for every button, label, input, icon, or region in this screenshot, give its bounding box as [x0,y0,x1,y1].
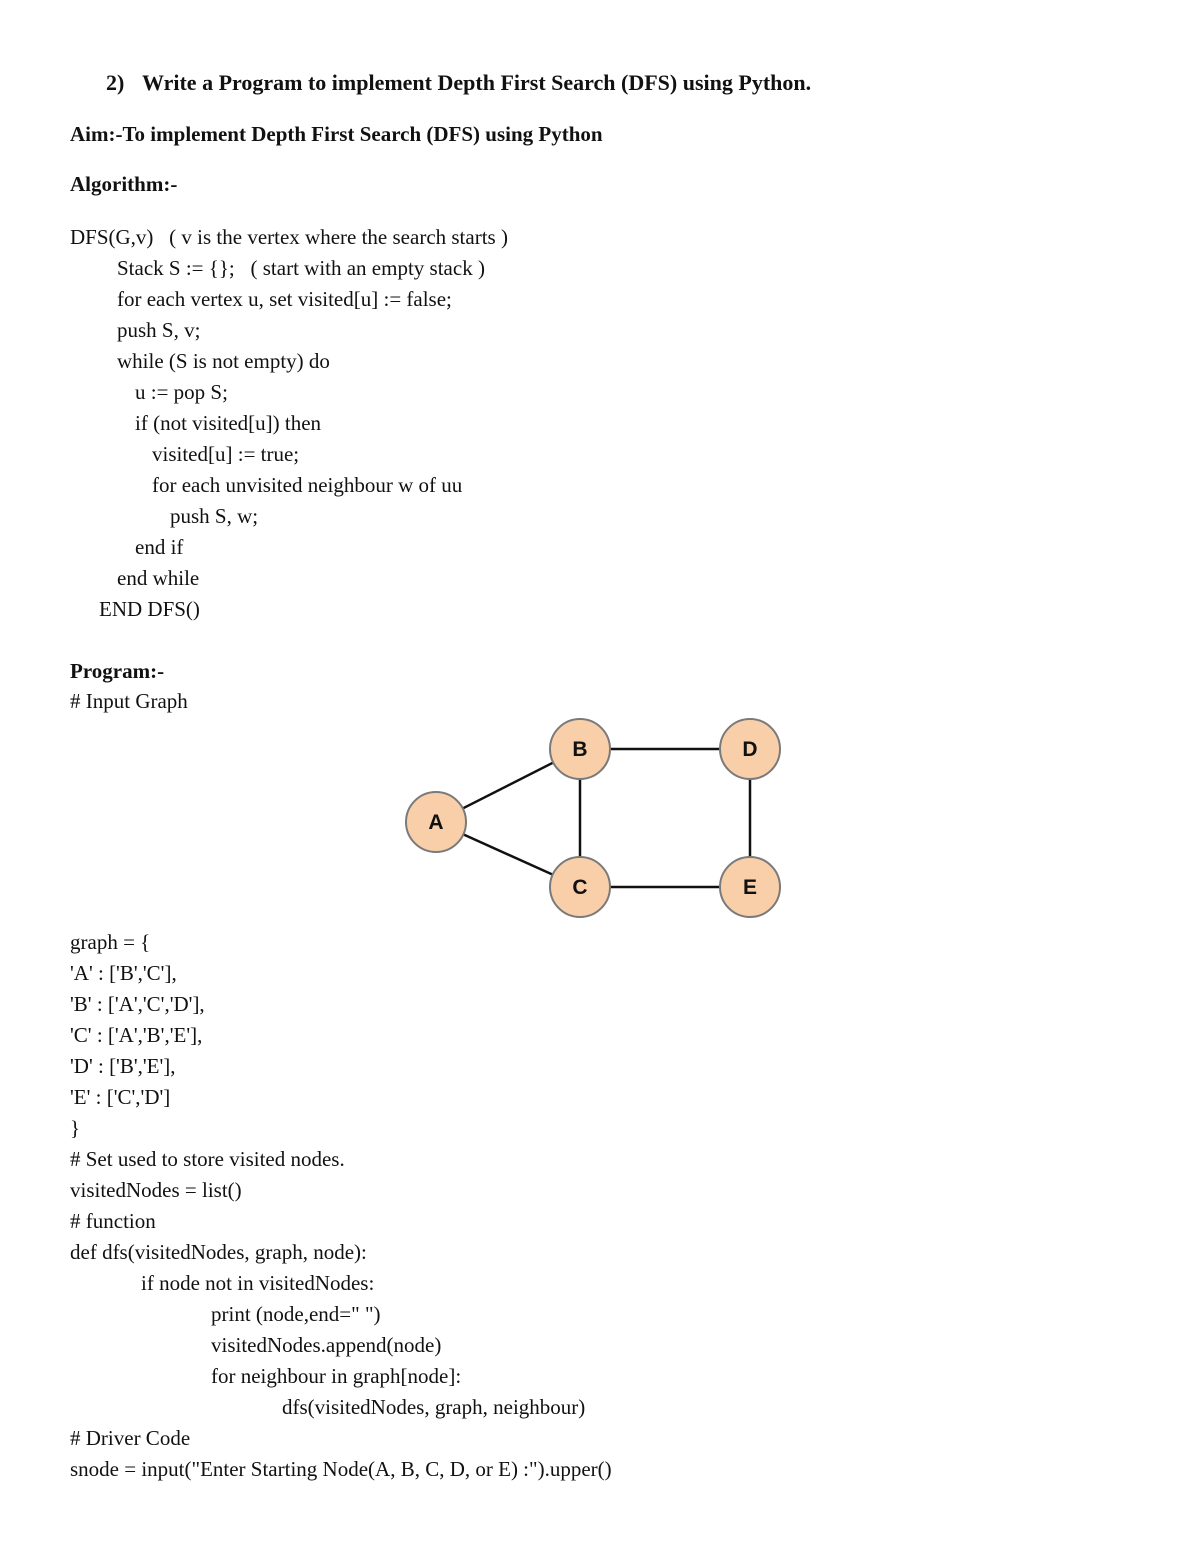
algorithm-line: for each unvisited neighbour w of uu [152,473,463,497]
graph-edge-a-b [462,761,554,810]
graph-node-a [405,791,467,853]
algorithm-label: Algorithm:- [70,172,178,196]
algorithm-line: while (S is not empty) do [117,349,330,373]
code-line: 'A' : ['B','C'], [70,961,177,985]
program-label: Program:- [70,659,165,683]
code-line: 'C' : ['A','B','E'], [70,1023,203,1047]
algorithm-line: Stack S := {}; ( start with an empty sta… [117,256,485,280]
question-text: Write a Program to implement Depth First… [142,70,812,95]
graph-edge-a-c [462,833,554,876]
code-line: def dfs(visitedNodes, graph, node): [70,1240,367,1264]
code-line: visitedNodes = list() [70,1178,242,1202]
graph-diagram: A B C D E [405,718,781,918]
program-code: graph = { 'A' : ['B','C'], 'B' : ['A','C',… [70,927,612,1485]
algorithm-pseudocode: DFS(G,v) ( v is the vertex where the sea… [70,222,508,625]
graph-node-c [549,856,611,918]
code-line: # Driver Code [70,1426,191,1450]
code-line: snode = input("Enter Starting Node(A, B,… [70,1457,612,1481]
algorithm-line: if (not visited[u]) then [135,411,322,435]
code-line: print (node,end=" ") [211,1302,381,1326]
aim-statement: Aim:-To implement Depth First Search (DF… [70,122,603,146]
code-line: dfs(visitedNodes, graph, neighbour) [282,1395,586,1419]
algorithm-line: push S, v; [117,318,201,342]
question-number: 2) [106,70,125,95]
graph-node-d [719,718,781,780]
input-graph-comment: # Input Graph [70,689,188,713]
algorithm-line: u := pop S; [135,380,228,404]
code-line: 'D' : ['B','E'], [70,1054,176,1078]
algorithm-line: for each vertex u, set visited[u] := fal… [117,287,452,311]
code-line: 'B' : ['A','C','D'], [70,992,205,1016]
algorithm-line: end while [117,566,200,590]
algorithm-line: end if [135,535,184,559]
algorithm-line: visited[u] := true; [152,442,300,466]
graph-node-label-c: C [572,876,587,899]
algorithm-line: push S, w; [170,504,259,528]
graph-node-label-e: E [743,876,757,899]
graph-node-label-d: D [742,738,757,761]
question-heading: 2) Write a Program to implement Depth Fir… [106,70,811,96]
graph-node-label-b: B [572,738,587,761]
code-line: # function [70,1209,156,1233]
code-line: visitedNodes.append(node) [211,1333,442,1357]
graph-node-b [549,718,611,780]
algorithm-line: END DFS() [99,597,200,621]
graph-node-e [719,856,781,918]
code-line: graph = { [70,930,151,954]
code-line: 'E' : ['C','D'] [70,1085,171,1109]
graph-node-label-a: A [428,811,443,834]
algorithm-line: DFS(G,v) ( v is the vertex where the sea… [70,225,508,249]
code-line: # Set used to store visited nodes. [70,1147,345,1171]
code-line: } [70,1116,81,1140]
code-line: for neighbour in graph[node]: [211,1364,462,1388]
code-line: if node not in visitedNodes: [141,1271,375,1295]
